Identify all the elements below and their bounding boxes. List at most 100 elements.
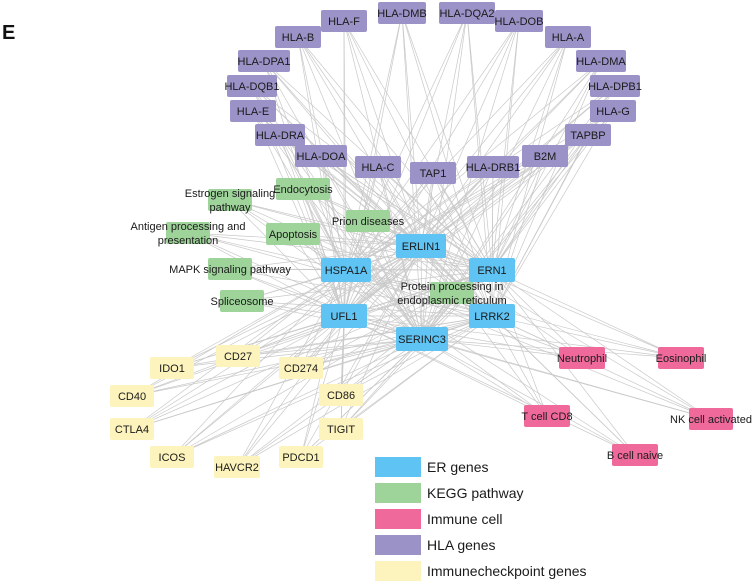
node-box [266,223,320,245]
node-endocytosis[interactable]: Endocytosis [273,178,333,200]
node-label: MAPK signaling pathway [169,264,291,276]
node-tap1[interactable]: TAP1 [410,162,456,184]
node-serinc3[interactable]: SERINC3 [396,327,448,351]
node-cd40[interactable]: CD40 [110,385,154,407]
node-label: TAPBP [570,130,605,142]
node-hla-c[interactable]: HLA-C [355,156,401,178]
node-box [150,357,194,379]
node-tigit[interactable]: TIGIT [319,418,363,440]
node-box [346,210,390,232]
node-hla-dqa2[interactable]: HLA-DQA2 [439,2,495,24]
edge-serinc3-nk [421,338,712,420]
edge-ufl1-icos [171,315,345,458]
node-box [396,234,446,258]
node-neutrophil[interactable]: Neutrophil [557,347,607,369]
node-box [612,444,658,466]
node-pdcd1[interactable]: PDCD1 [279,446,323,468]
node-bnaive[interactable]: B cell naive [607,444,663,466]
node-box [276,178,330,200]
edge-ufl1-antigen [187,232,345,317]
edge-ern1-hla-b [297,36,493,271]
edge-serinc3-hla-b [297,36,423,340]
node-hspa1a[interactable]: HSPA1A [321,258,371,282]
node-label: Endocytosis [273,184,333,196]
node-ern1[interactable]: ERN1 [469,258,515,282]
edge-lrrk2-tapbp [491,134,589,317]
node-box [214,456,260,478]
node-label: HLA-DMB [377,8,427,20]
node-hla-dra[interactable]: HLA-DRA [255,124,305,146]
node-hla-b[interactable]: HLA-B [275,26,321,48]
edge-lrrk2-bnaive [491,315,636,456]
node-hla-dpb1[interactable]: HLA-DPB1 [588,75,642,97]
node-cd274[interactable]: CD274 [279,357,323,379]
node-label: ICOS [159,452,186,464]
node-label: HLA-DQB1 [224,81,279,93]
node-tapbp[interactable]: TAPBP [565,124,611,146]
edge-erlin1-hla-doa [320,155,422,247]
node-hla-a[interactable]: HLA-A [545,26,591,48]
node-hla-dmb[interactable]: HLA-DMB [377,2,427,24]
edge-ern1-apoptosis [292,233,493,271]
panel-label: E [2,22,15,44]
node-box [495,10,543,32]
edge-erlin1-tap1 [420,172,434,247]
node-hla-f[interactable]: HLA-F [321,10,367,32]
node-icos[interactable]: ICOS [150,446,194,468]
node-nk[interactable]: NK cell activated [670,408,752,430]
node-ido1[interactable]: IDO1 [150,357,194,379]
node-apoptosis[interactable]: Apoptosis [266,223,320,245]
node-prion[interactable]: Prion diseases [332,210,405,232]
node-eosinophil[interactable]: Eosinophil [656,347,707,369]
node-box [355,156,401,178]
edge-serinc3-ido1 [171,338,423,369]
node-cd86[interactable]: CD86 [319,384,363,406]
edge-erlin1-hla-dma [420,60,602,247]
node-box [275,26,321,48]
node-box [430,282,474,304]
node-b2m[interactable]: B2M [522,145,568,167]
node-hla-e[interactable]: HLA-E [230,100,276,122]
node-box [321,10,367,32]
node-hla-doa[interactable]: HLA-DOA [295,145,347,167]
edge-lrrk2-cd86 [340,315,493,396]
edge-serinc3-ctla4 [131,338,423,430]
node-spliceosome[interactable]: Spliceosome [211,290,274,312]
node-hla-drb1[interactable]: HLA-DRB1 [466,156,520,178]
legend-swatch-hla [375,535,421,555]
node-hla-dpa1[interactable]: HLA-DPA1 [238,50,291,72]
node-label: ERN1 [477,265,506,277]
node-label: HLA-DQA2 [439,8,494,20]
node-box [150,446,194,468]
node-havcr2[interactable]: HAVCR2 [214,456,260,478]
node-erlin1[interactable]: ERLIN1 [396,234,446,258]
edge-erlin1-hla-dmb [401,12,422,247]
node-mapk[interactable]: MAPK signaling pathway [169,258,291,280]
node-hla-dob[interactable]: HLA-DOB [495,10,544,32]
node-label: presentation [158,235,219,247]
edge-serinc3-antigen [187,232,423,340]
node-label: TIGIT [327,424,355,436]
edge-hspa1a-hla-drb1 [345,166,494,271]
node-lrrk2[interactable]: LRRK2 [469,304,515,328]
edge-hspa1a-nk [345,269,712,420]
edge-serinc3-hla-f [343,20,423,340]
node-cd27[interactable]: CD27 [216,345,260,367]
legend-label-er: ER genes [427,459,488,475]
legend-label-hla: HLA genes [427,537,496,553]
node-label: Spliceosome [211,296,274,308]
node-box [321,304,367,328]
node-ufl1[interactable]: UFL1 [321,304,367,328]
node-hla-dqb1[interactable]: HLA-DQB1 [224,75,280,97]
node-ctla4[interactable]: CTLA4 [110,418,154,440]
edge-serinc3-eosinophil [421,338,682,359]
legend-label-kegg: KEGG pathway [427,485,524,501]
node-hla-g[interactable]: HLA-G [590,100,636,122]
node-hla-dma[interactable]: HLA-DMA [576,50,626,72]
node-box [396,327,448,351]
node-tcd8[interactable]: T cell CD8 [521,405,573,427]
edge-serinc3-bnaive [421,338,636,456]
